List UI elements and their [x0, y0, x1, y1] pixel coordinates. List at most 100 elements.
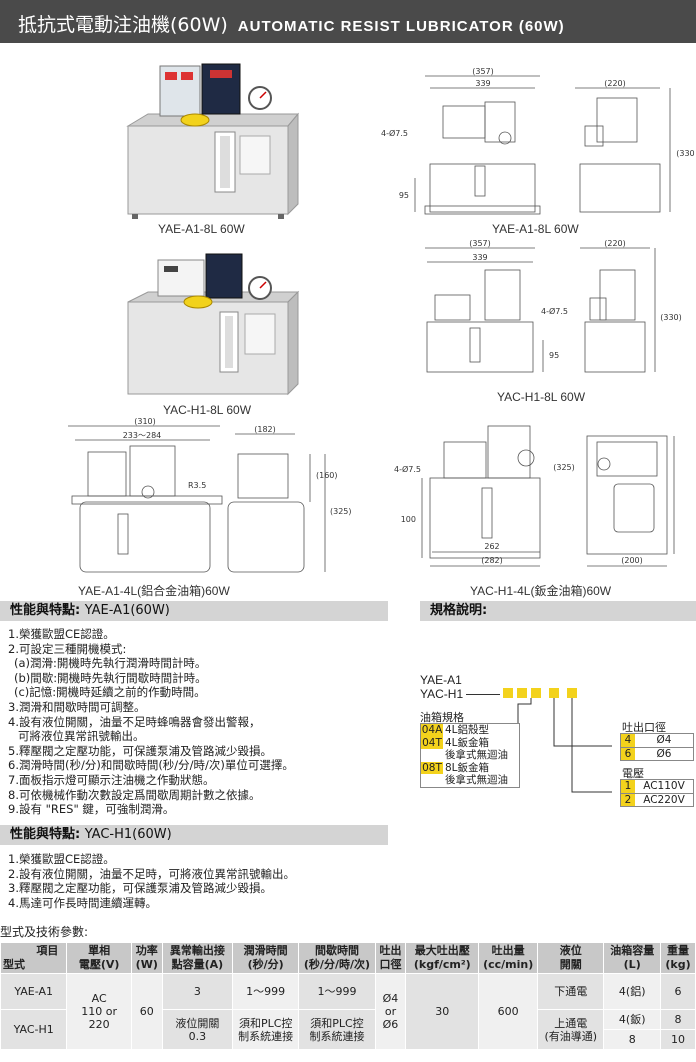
spec-tank-label: 油箱規格: [420, 711, 464, 724]
dim-h1-4l-h1: 100: [401, 515, 416, 524]
td-text: 須和PLC控: [238, 1016, 293, 1030]
spec-code-box: [567, 688, 577, 698]
th-text: (秒/分): [247, 958, 284, 971]
section-features-a1: 性能與特點: YAE-A1(60W): [0, 601, 388, 621]
td-interval-h1: 須和PLC控制系統連接: [298, 1009, 376, 1050]
td-weight-h1-1: 8: [660, 1009, 696, 1030]
spec-voltage-val: AC220V: [643, 793, 685, 806]
feature-a1-item: 8.可依機械作動次數設定爲間歇周期計數之依據。: [8, 787, 261, 802]
feature-a1-item: 3.潤滑和間歇時間可調整。: [8, 699, 146, 714]
spec-voltage-val: AC110V: [643, 780, 685, 792]
th-text: (kg): [665, 958, 691, 971]
dim-a1-8l-h1: 95: [399, 191, 409, 200]
feature-a1-item: 6.潤滑時間(秒/分)和間歇時間(秒/分/時/次)單位可選擇。: [8, 758, 294, 773]
td-text: Ø4: [382, 992, 399, 1005]
th-text: 重量: [667, 944, 689, 957]
feature-a1-item: 4.設有液位開關，油量不足時蜂鳴器會發出警報，: [8, 714, 261, 729]
th-text: (W): [135, 958, 158, 971]
spec-code-box: [531, 688, 541, 698]
dim-h1-4l-w2: (282): [481, 556, 503, 565]
th-weight: 重量(kg): [660, 942, 696, 974]
caption-yae-a1-4l-drawing: YAE-A1-4L(鋁合金油箱)60W: [78, 584, 230, 598]
dim-h1-8l-h-side: (330): [660, 313, 682, 322]
th-text: (cc/min): [483, 958, 534, 971]
dim-a1-8l-hole: 4-Ø7.5: [381, 128, 408, 138]
spec-voltage-label: 電壓: [622, 767, 644, 780]
th-interval: 間歇時間(秒/分/時/次): [298, 942, 376, 974]
feature-h1-item: 4.馬達可作長時間連續運轉。: [8, 895, 157, 910]
th-text: (L): [623, 958, 641, 971]
th-alarm: 異常輸出接點容量(A): [161, 942, 234, 974]
features-h1-list: 1.榮獲歐盟CE認證。 2.設有液位開關，油量不足時，可將液位異常訊號輸出。 3…: [8, 852, 295, 910]
spec-tank-box: 04A 4L鋁殼型 04T 4L鈑金箱 後拿式無迴油 08T 8L鈑金箱 後拿式…: [420, 723, 520, 788]
features-a1-list: 1.榮獲歐盟CE認證。 2.可設定三種開機模式: (a)潤滑:開機時先執行潤滑時…: [8, 627, 294, 817]
spec-code-box: [503, 688, 513, 698]
td-tank-h1-1: 4(鈑): [603, 1009, 661, 1030]
th-level: 液位開關: [537, 942, 605, 974]
dim-a1-4l-w-total: (310): [134, 418, 156, 426]
section-features-h1: 性能與特點: YAC-H1(60W): [0, 825, 388, 845]
td-text: 制系統連接: [309, 1029, 365, 1043]
spec-outlet-code: 4: [621, 734, 635, 747]
th-flow: 吐出量(cc/min): [478, 942, 539, 974]
dim-h1-4l-w-side: (200): [621, 556, 643, 565]
spec-voltage-code: 2: [621, 793, 635, 806]
td-text: 須和PLC控: [310, 1016, 364, 1030]
th-text: 異常輸出接: [169, 944, 225, 957]
feature-a1-item: (b)間歇:開機時先執行間歇時間計時。: [14, 670, 207, 685]
spec-code-box: [549, 688, 559, 698]
spec-model-line: [466, 694, 500, 695]
th-text: 油箱容量: [610, 944, 655, 957]
td-tank-a1: 4(鋁): [603, 973, 661, 1010]
dim-h1-8l-w-side: (220): [604, 240, 626, 248]
dim-a1-4l-w-side: (182): [254, 425, 276, 434]
title-cn: 抵抗式電動注油機(60W): [18, 14, 228, 36]
dim-a1-8l-w-side: (220): [604, 79, 626, 88]
dim-h1-4l-w1: 262: [484, 542, 499, 551]
dim-a1-8l-w-total: (357): [472, 67, 494, 76]
td-power: 60: [130, 973, 163, 1050]
feature-a1-item: 2.可設定三種開機模式:: [8, 641, 127, 656]
spec-tank-code: 08T: [421, 761, 443, 774]
td-text: AC: [91, 992, 107, 1005]
th-text: 間歇時間: [314, 944, 359, 957]
feature-h1-item: 3.釋壓閥之定壓功能，可保護泵浦及管路減少毀損。: [8, 881, 272, 896]
td-lube-a1: 1～999: [231, 973, 300, 1010]
spec-outlet-val: Ø6: [656, 747, 672, 760]
th-text: 單相: [88, 944, 111, 957]
td-text: 制系統連接: [238, 1029, 294, 1043]
spec-desc-title: 規格說明:: [430, 603, 488, 618]
spec-tank-code: 04T: [421, 736, 443, 749]
features-a1-subtitle: YAE-A1(60W): [84, 603, 170, 618]
th-power: 功率(W): [130, 942, 163, 974]
th-outlet: 吐出口徑: [374, 942, 407, 974]
feature-a1-item: 7.面板指示燈可顯示注油機之作動狀態。: [8, 772, 215, 787]
td-weight-a1: 6: [660, 973, 696, 1010]
dim-a1-4l-radius: R3.5: [188, 481, 206, 490]
spec-tank-desc: 4L鋁殼型: [445, 724, 490, 736]
dim-h1-8l-w-total: (357): [469, 240, 491, 248]
drawing-yae-a1-4l: (310) 233～284 (182) R3.5 (160) (325): [68, 418, 352, 573]
th-text: 電壓(V): [78, 958, 120, 971]
drawing-yae-a1-8l: (357) 339 (220) 4-Ø7.5 95 (330): [381, 67, 695, 215]
td-interval-a1: 1～999: [298, 973, 376, 1010]
th-text: 功率: [135, 944, 158, 957]
spec-model1: YAE-A1: [420, 673, 462, 687]
dim-h1-8l-hole: 4-Ø7.5: [541, 306, 568, 316]
td-text: 液位開關: [175, 1016, 220, 1030]
th-text: 吐出量: [491, 944, 525, 957]
td-level-a1: 下通電: [537, 973, 605, 1010]
spec-outlet-row: 4 Ø4: [621, 734, 693, 747]
td-text: 110 or 220: [81, 1005, 117, 1031]
th-item-model: 項目 型式: [0, 942, 68, 974]
table-header-row: 項目 型式 單相電壓(V) 功率(W) 異常輸出接點容量(A) 潤滑時間(秒/分…: [0, 942, 696, 974]
spec-tank-desc: 4L鈑金箱: [445, 736, 490, 749]
th-text: (kgf/cm²): [413, 958, 471, 971]
th-lube: 潤滑時間(秒/分): [231, 942, 300, 974]
th-text: 口徑: [379, 958, 402, 971]
spec-tank-desc: 8L鈑金箱: [445, 761, 490, 774]
